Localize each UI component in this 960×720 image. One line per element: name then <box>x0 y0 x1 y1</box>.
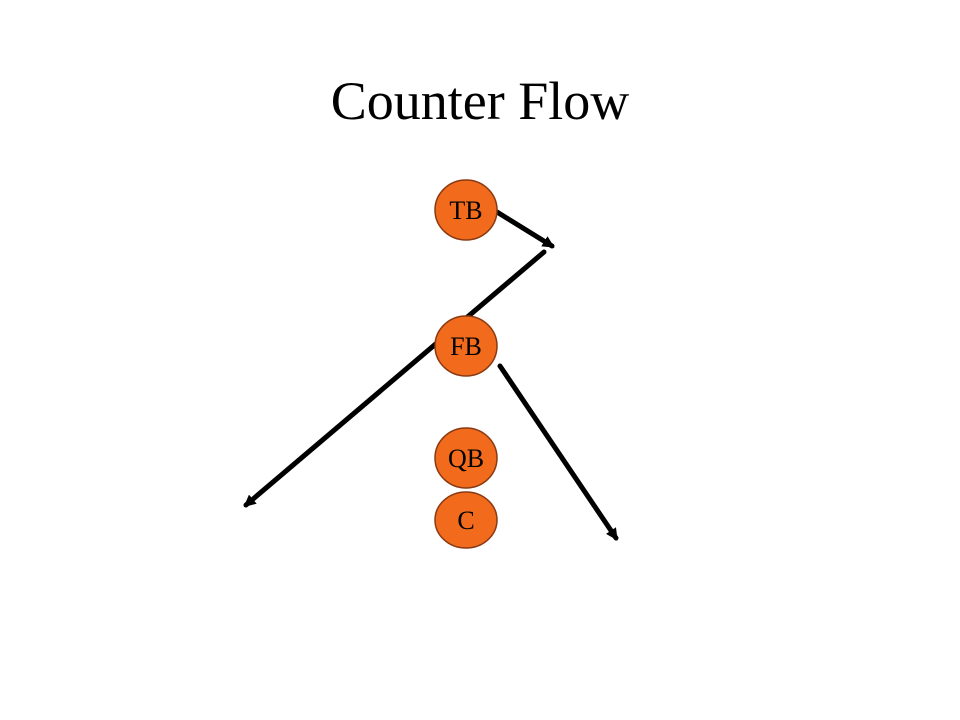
player-fb-circle <box>434 315 498 377</box>
tb-route <box>243 209 555 508</box>
page-title: Counter Flow <box>330 71 630 131</box>
player-c-label: C <box>457 506 474 535</box>
tb-route-step <box>494 209 555 249</box>
player-c: C <box>434 491 498 549</box>
player-qb-circle <box>434 427 498 489</box>
player-fb: FB <box>434 315 498 377</box>
player-c-circle <box>434 491 498 549</box>
player-fb-label: FB <box>450 332 482 361</box>
player-tb-circle <box>434 179 498 241</box>
tb-route-counter <box>243 249 547 508</box>
player-tb: TB <box>434 179 498 241</box>
fb-route <box>497 363 619 541</box>
player-tb-label: TB <box>449 196 482 225</box>
player-qb-label: QB <box>448 444 484 473</box>
player-qb: QB <box>434 427 498 489</box>
fb-route-line <box>497 363 619 541</box>
